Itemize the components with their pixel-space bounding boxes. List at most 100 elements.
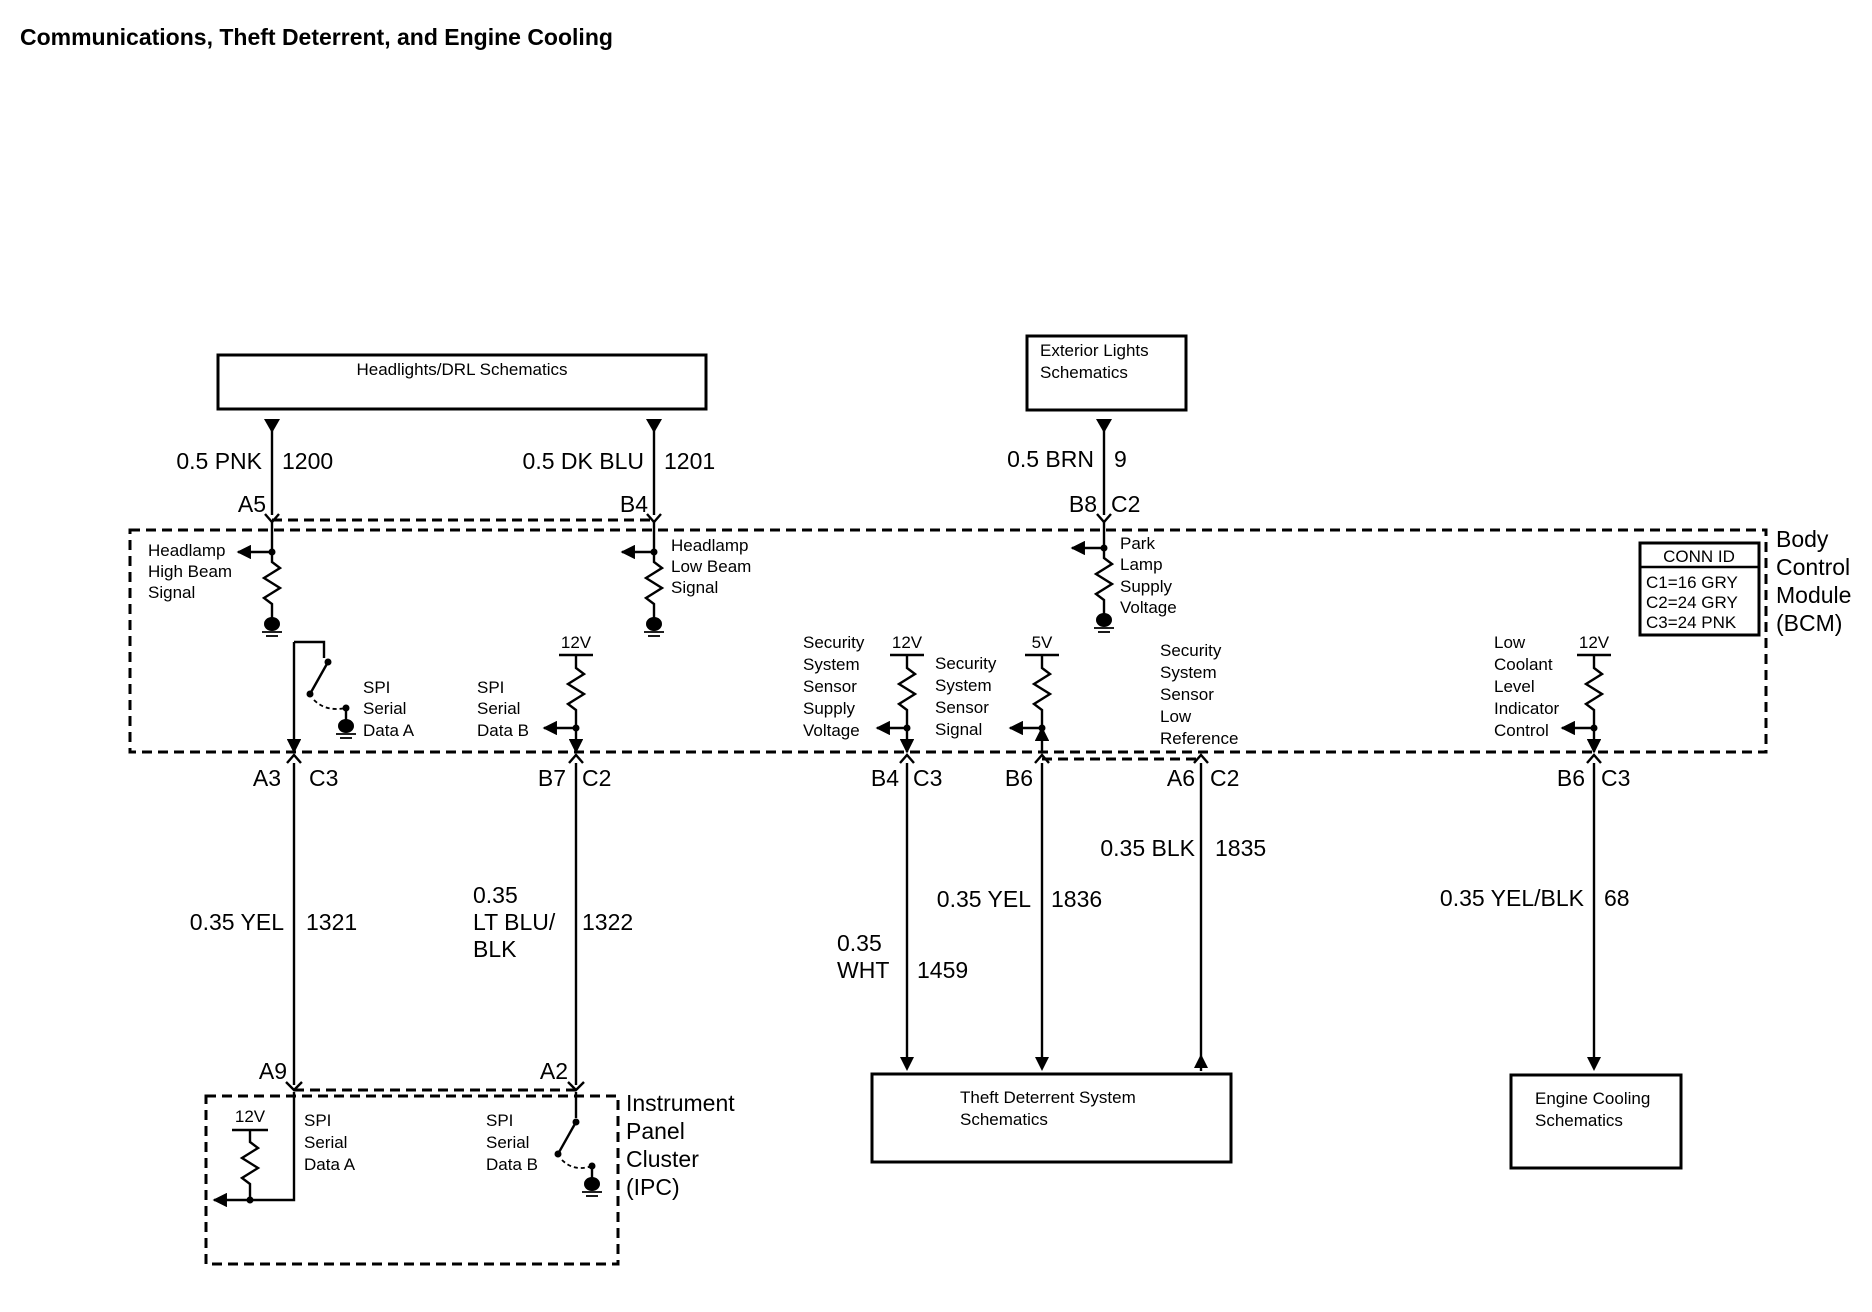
svg-text:Sensor: Sensor: [803, 677, 857, 696]
svg-text:Data B: Data B: [477, 721, 529, 740]
pin-a2: A2: [540, 1058, 568, 1084]
svg-text:Reference: Reference: [1160, 729, 1238, 748]
svg-text:Control: Control: [1776, 554, 1850, 580]
wire-1321: 0.35 YEL 1321: [190, 763, 357, 1085]
conn-c3-a3: C3: [309, 765, 338, 791]
wire-68: 0.35 YEL/BLK 68: [1440, 763, 1630, 1071]
svg-text:Level: Level: [1494, 677, 1535, 696]
svg-text:Headlamp: Headlamp: [148, 541, 226, 560]
svg-text:System: System: [1160, 663, 1217, 682]
svg-text:Voltage: Voltage: [803, 721, 860, 740]
wire-1200-circuit: 1200: [282, 448, 333, 474]
pin-a9: A9: [259, 1058, 287, 1084]
wire-1836-gauge: 0.35 YEL: [937, 886, 1031, 912]
ipc-module-outline: [204, 1094, 620, 1266]
svg-text:Data A: Data A: [363, 721, 415, 740]
svg-text:Park: Park: [1120, 534, 1155, 553]
wire-1321-gauge: 0.35 YEL: [190, 909, 284, 935]
svg-text:Module: Module: [1776, 582, 1851, 608]
svg-text:Coolant: Coolant: [1494, 655, 1553, 674]
bcm-12v-spib: 12V: [561, 633, 592, 652]
svg-text:LT BLU/: LT BLU/: [473, 909, 556, 935]
conn-c2-a6: C2: [1210, 765, 1239, 791]
svg-text:Security: Security: [1160, 641, 1222, 660]
theft-box-label-1: Theft Deterrent System: [960, 1088, 1136, 1107]
svg-text:SPI: SPI: [304, 1111, 331, 1130]
wire-68-gauge: 0.35 YEL/BLK: [1440, 885, 1585, 911]
park-lamp-circuit: Park Lamp Supply Voltage: [1070, 522, 1177, 633]
wire-1201-circuit: 1201: [664, 448, 715, 474]
wire-9-circuit: 9: [1114, 446, 1127, 472]
svg-text:Serial: Serial: [304, 1133, 347, 1152]
svg-text:Signal: Signal: [148, 583, 195, 602]
conn-id-table: CONN ID C1=16 GRY C2=24 GRY C3=24 PNK: [1638, 541, 1761, 637]
wire-1200-gauge: 0.5 PNK: [176, 448, 262, 474]
bcm-spi-data-b-circuit: 12V SPI Serial Data B: [477, 633, 593, 754]
svg-text:0.35: 0.35: [837, 930, 882, 956]
conn-c2-b7: C2: [582, 765, 611, 791]
svg-text:Panel: Panel: [626, 1118, 685, 1144]
wire-1835: 0.35 BLK 1835: [1100, 763, 1266, 1071]
pin-b7: B7: [538, 765, 566, 791]
headlamp-high-beam-circuit: Headlamp High Beam Signal: [148, 522, 283, 637]
headlights-schematic-box[interactable]: Headlights/DRL Schematics: [216, 353, 708, 411]
svg-text:Supply: Supply: [1120, 577, 1172, 596]
svg-text:Instrument: Instrument: [626, 1090, 735, 1116]
svg-text:Signal: Signal: [671, 578, 718, 597]
pin-b6-lcl: B6: [1557, 765, 1585, 791]
svg-text:BLK: BLK: [473, 936, 517, 962]
wire-1200: 0.5 PNK 1200 A5: [176, 419, 333, 517]
pin-a6: A6: [1167, 765, 1195, 791]
headlights-box-label: Headlights/DRL Schematics: [356, 360, 567, 379]
wire-1459: 0.35 WHT 1459: [837, 763, 968, 1071]
terminal-b8: [1096, 513, 1112, 524]
wire-1321-circuit: 1321: [306, 909, 357, 935]
cooling-box-label-2: Schematics: [1535, 1111, 1623, 1130]
svg-text:Serial: Serial: [486, 1133, 529, 1152]
security-sensor-low-ref-label: Security System Sensor Low Reference: [1160, 641, 1238, 748]
pin-b4-top: B4: [620, 491, 648, 517]
svg-text:0.35: 0.35: [473, 882, 518, 908]
security-sensor-signal-circuit: 5V Security System Sensor Signal: [935, 633, 1059, 752]
bcm-12v-sssv: 12V: [892, 633, 923, 652]
security-sensor-supply-circuit: 12V Security System Sensor Supply Voltag…: [803, 633, 924, 754]
svg-text:Signal: Signal: [935, 720, 982, 739]
conn-c3-b6: C3: [1601, 765, 1630, 791]
svg-text:Security: Security: [935, 654, 997, 673]
svg-text:Low: Low: [1494, 633, 1526, 652]
svg-text:Supply: Supply: [803, 699, 855, 718]
conn-id-row-c2: C2=24 GRY: [1646, 593, 1738, 612]
conn-id-row-c3: C3=24 PNK: [1646, 613, 1737, 632]
conn-id-header: CONN ID: [1663, 547, 1735, 566]
svg-text:SPI: SPI: [477, 678, 504, 697]
bcm-spi-data-a-circuit: SPI Serial Data A: [286, 640, 415, 754]
exterior-box-label-1: Exterior Lights: [1040, 341, 1149, 360]
wire-1322: 0.35 LT BLU/ BLK 1322: [473, 763, 633, 1085]
page-title: Communications, Theft Deterrent, and Eng…: [20, 24, 613, 50]
svg-text:Data B: Data B: [486, 1155, 538, 1174]
wire-1459-circuit: 1459: [917, 957, 968, 983]
low-coolant-circuit: 12V Low Coolant Level Indicator Control: [1494, 633, 1611, 754]
wire-1322-circuit: 1322: [582, 909, 633, 935]
svg-text:Indicator: Indicator: [1494, 699, 1560, 718]
theft-deterrent-schematic-box[interactable]: Theft Deterrent System Schematics: [870, 1072, 1233, 1164]
headlamp-low-beam-circuit: Headlamp Low Beam Signal: [620, 522, 751, 637]
svg-text:SPI: SPI: [363, 678, 390, 697]
wire-9-gauge: 0.5 BRN: [1007, 446, 1094, 472]
exterior-lights-schematic-box[interactable]: Exterior Lights Schematics: [1025, 334, 1188, 412]
wire-1836: 0.35 YEL 1836: [937, 763, 1102, 1071]
pin-b8: B8: [1069, 491, 1097, 517]
svg-text:Data A: Data A: [304, 1155, 356, 1174]
ipc-spi-data-a-circuit: 12V SPI Serial Data A: [212, 1092, 356, 1208]
svg-text:System: System: [935, 676, 992, 695]
svg-text:(BCM): (BCM): [1776, 610, 1842, 636]
bcm-12v-lcl: 12V: [1579, 633, 1610, 652]
conn-id-row-c1: C1=16 GRY: [1646, 573, 1738, 592]
wire-68-circuit: 68: [1604, 885, 1630, 911]
svg-text:Control: Control: [1494, 721, 1549, 740]
pin-a3: A3: [253, 765, 281, 791]
engine-cooling-schematic-box[interactable]: Engine Cooling Schematics: [1509, 1073, 1683, 1170]
svg-text:Headlamp: Headlamp: [671, 536, 749, 555]
ipc-spi-data-b-circuit: SPI Serial Data B: [486, 1092, 602, 1197]
